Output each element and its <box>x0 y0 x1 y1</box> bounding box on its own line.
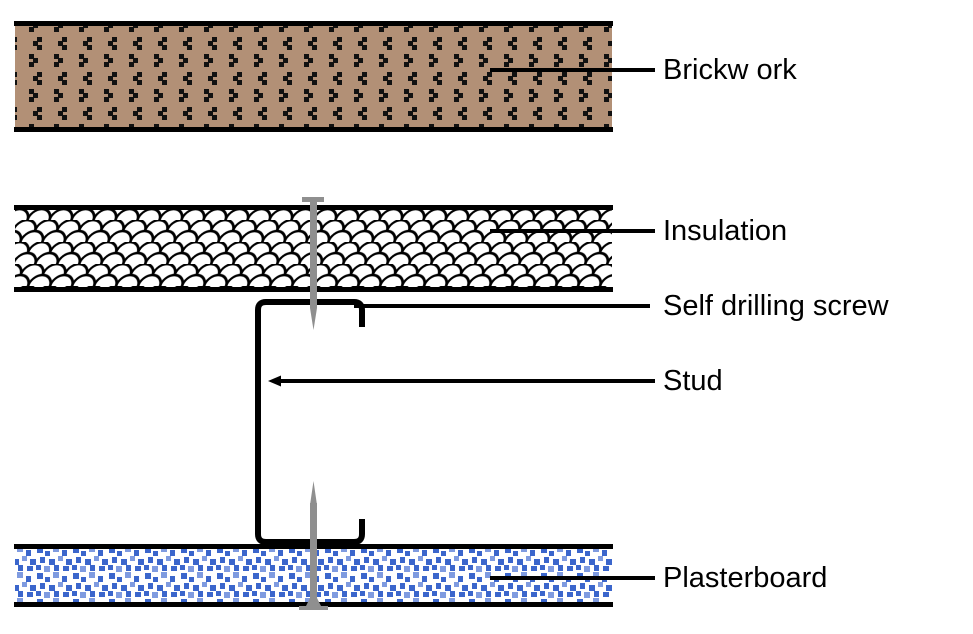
plasterboard-label: Plasterboard <box>663 562 827 594</box>
screw-leader-line <box>354 304 650 308</box>
brickwork-label: Brickw ork <box>663 54 797 86</box>
brickwork-bottom-edge <box>14 127 613 132</box>
brickwork-layer <box>14 21 613 132</box>
screw-lower-point <box>310 481 317 505</box>
screw-lower-head <box>306 598 321 606</box>
stud-leader <box>268 375 655 387</box>
screw-upper-shaft <box>310 200 317 308</box>
plasterboard-leader-line <box>490 576 655 580</box>
screw-upper-head <box>302 197 324 202</box>
screw-label: Self drilling screw <box>663 290 890 322</box>
brickwork-top-edge <box>14 21 613 26</box>
screw-upper-point <box>310 308 317 330</box>
screw-lower <box>299 481 328 610</box>
screw-lower-head-flange <box>299 606 328 610</box>
brickwork-pattern <box>15 26 612 127</box>
insulation-label: Insulation <box>663 215 787 247</box>
stud-label: Stud <box>663 365 723 397</box>
insulation-leader-line <box>490 229 655 233</box>
screw-lower-shaft <box>310 503 317 598</box>
stud-leader-line <box>278 379 655 383</box>
stud-channel <box>255 299 365 545</box>
screw-upper <box>302 197 324 330</box>
stud-leader-arrowhead-icon <box>268 375 281 387</box>
brickwork-leader-line <box>490 68 655 72</box>
